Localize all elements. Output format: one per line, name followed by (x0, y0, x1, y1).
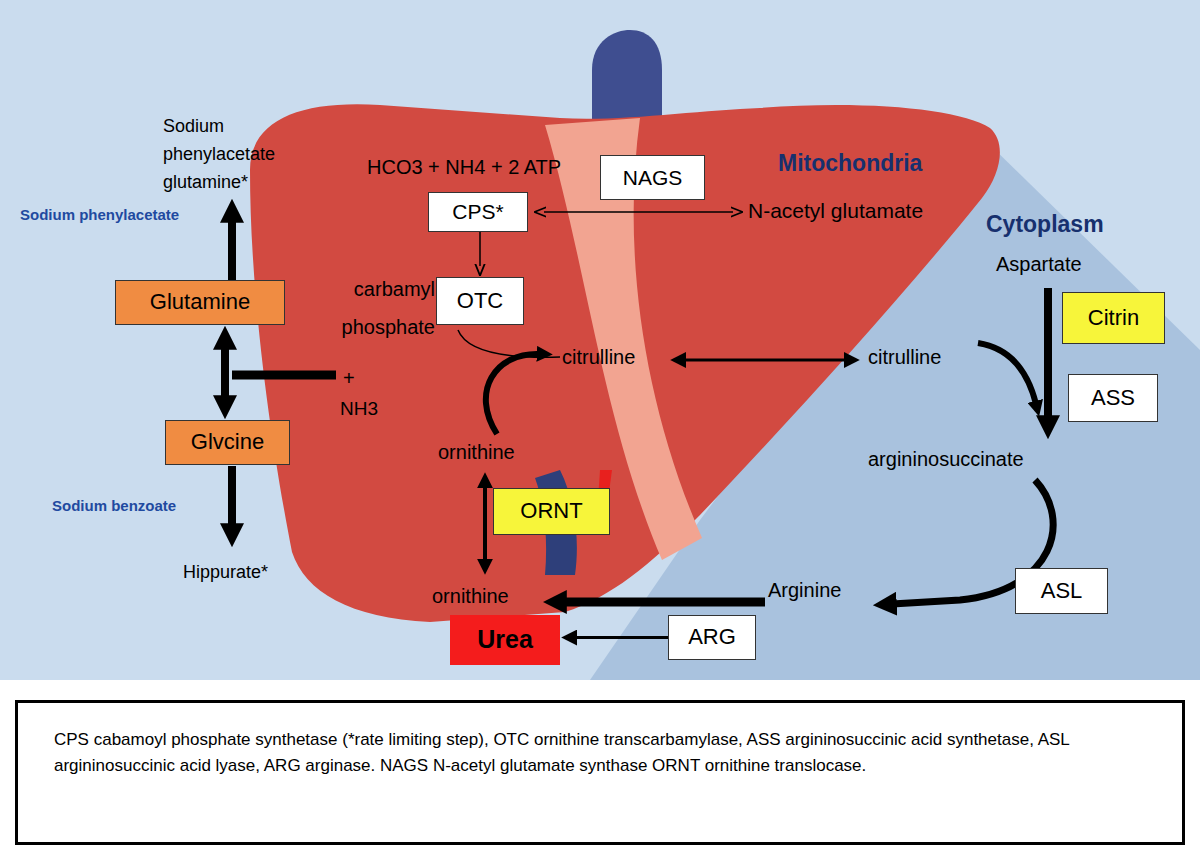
text-label: HCO3 + NH4 + 2 ATP (367, 155, 592, 179)
text-label: Sodium phenylacetate (20, 206, 220, 224)
arrow (562, 598, 765, 607)
node-box: CPS* (428, 192, 528, 232)
arrow (228, 218, 236, 280)
text-label: argininosuccinate (868, 447, 1078, 471)
node-text: ARG (688, 625, 736, 649)
arrow (1044, 288, 1052, 420)
arrow (978, 343, 1036, 404)
arrow (483, 485, 487, 562)
node-box: OTC (436, 277, 524, 325)
node-box: ASS (1068, 374, 1158, 422)
text-label: + (343, 366, 363, 390)
text-label: Sodium phenylacetate glutamine* (163, 112, 303, 196)
node-text: CPS* (452, 200, 503, 223)
node-text: OTC (457, 289, 503, 313)
text-label: citrulline (868, 345, 978, 369)
arrow (683, 359, 847, 362)
text-label: Aspartate (996, 252, 1116, 276)
node-text: ASL (1041, 579, 1083, 603)
curve (458, 330, 560, 357)
caption-text: CPS cabamoyl phosphate synthetase (*rate… (54, 727, 1154, 780)
background (0, 0, 1200, 680)
text-label: carbamyl phosphate (295, 270, 435, 346)
text-label: N-acetyl glutamate (748, 198, 983, 223)
node-text: NAGS (623, 166, 683, 189)
text-label: Cytoplasm (986, 211, 1136, 239)
node-text: Glvcine (191, 430, 264, 454)
node-box: Glutamine (115, 280, 285, 325)
node-text: Urea (477, 626, 533, 654)
connector-arrow (221, 345, 229, 400)
caption-box: CPS cabamoyl phosphate synthetase (*rate… (15, 700, 1185, 845)
arrow (486, 354, 540, 434)
node-box: ARG (668, 615, 756, 660)
bar (232, 371, 336, 380)
text-label: Sodium benzoate (52, 497, 217, 515)
node-box: Urea (450, 615, 560, 665)
text-label: Arginine (768, 578, 878, 602)
text-label: citrulline (562, 345, 672, 369)
text-label: ornithine (438, 440, 548, 464)
text-label: Mitochondria (778, 150, 968, 178)
text-label: ornithine (432, 584, 542, 608)
node-text: Citrin (1088, 306, 1139, 330)
node-box: NAGS (600, 155, 705, 200)
connector-arrow (574, 636, 668, 639)
node-text: ORNT (520, 499, 582, 523)
liver (250, 104, 1000, 622)
arrow (228, 466, 236, 528)
node-box: ORNT (493, 488, 610, 535)
node-box: Citrin (1062, 292, 1165, 344)
arrow (544, 211, 733, 213)
node-box: ASL (1015, 568, 1108, 614)
node-box: Glvcine (165, 420, 290, 465)
text-label: NH3 (340, 398, 390, 421)
node-text: Glutamine (150, 290, 250, 314)
text-label: Hippurate* (183, 562, 303, 584)
node-text: ASS (1091, 386, 1135, 410)
connector-arrow (479, 232, 481, 266)
